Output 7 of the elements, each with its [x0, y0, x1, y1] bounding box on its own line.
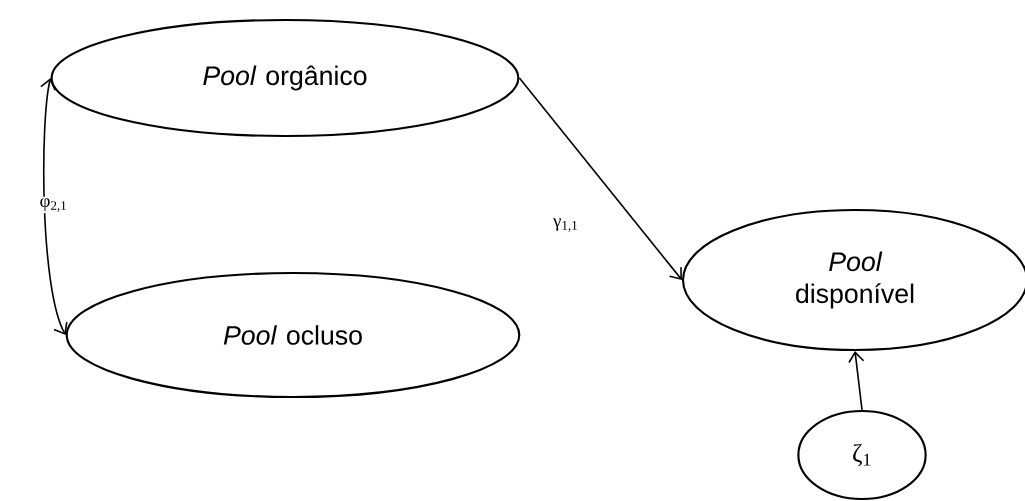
edge-label: φ$_{2,1}$ [38, 196, 69, 214]
ellipse-node: Pool ocluso [65, 271, 521, 399]
ellipse-node: Pool orgânico [50, 18, 520, 138]
arrow [848, 351, 865, 411]
edge-label: γ$_{1,1}$ [551, 216, 580, 234]
arrow [40, 78, 68, 335]
arrow [518, 77, 682, 280]
